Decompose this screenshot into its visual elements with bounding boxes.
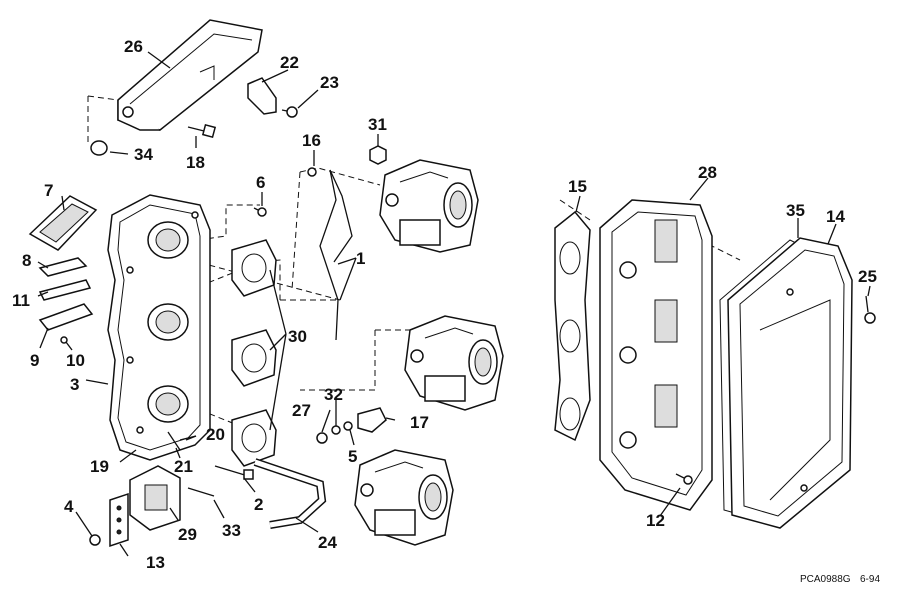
part-3-adapter-plate bbox=[107, 194, 211, 461]
part-24-hose bbox=[253, 458, 327, 529]
callout-9: 9 bbox=[30, 351, 39, 370]
part-8-reed-petal bbox=[38, 257, 88, 277]
part-16-link-ball bbox=[307, 167, 317, 177]
part-2-bolt bbox=[214, 465, 254, 480]
callout-14: 14 bbox=[826, 207, 845, 226]
callout-27: 27 bbox=[292, 401, 311, 420]
part-4-screw bbox=[89, 534, 101, 546]
callout-34: 34 bbox=[134, 145, 153, 164]
part-17-cam-link bbox=[357, 407, 387, 433]
part-9-gasket bbox=[38, 303, 94, 331]
part-28-intake-manifold bbox=[599, 199, 713, 511]
callout-8: 8 bbox=[22, 251, 31, 270]
part-30-gaskets bbox=[231, 239, 277, 467]
part-31-nut bbox=[369, 145, 387, 165]
callout-28: 28 bbox=[698, 163, 717, 182]
date-code: 6-94 bbox=[860, 574, 880, 585]
callout-16: 16 bbox=[302, 131, 321, 150]
part-22-bracket bbox=[247, 77, 277, 115]
callout-3: 3 bbox=[70, 375, 79, 394]
callout-30: 30 bbox=[288, 327, 307, 346]
part-6-screw bbox=[253, 207, 267, 217]
callout-2: 2 bbox=[254, 495, 263, 514]
callout-7: 7 bbox=[44, 181, 53, 200]
callout-25: 25 bbox=[858, 267, 877, 286]
part-26-intake-duct bbox=[117, 19, 263, 131]
part-14-cover bbox=[727, 237, 853, 529]
callout-12: 12 bbox=[646, 511, 665, 530]
part-12-screw bbox=[675, 473, 693, 485]
part-7-reed-valve bbox=[28, 195, 98, 251]
callout-21: 21 bbox=[174, 457, 193, 476]
callout-31: 31 bbox=[368, 115, 387, 134]
carburetor-middle bbox=[404, 315, 504, 411]
callout-35: 35 bbox=[786, 201, 805, 220]
callout-6: 6 bbox=[256, 173, 265, 192]
callout-24: 24 bbox=[318, 533, 337, 552]
callout-19: 19 bbox=[90, 457, 109, 476]
part-10-screw bbox=[60, 336, 68, 344]
leader-lines bbox=[37, 51, 871, 557]
callout-20: 20 bbox=[206, 425, 225, 444]
callout-10: 10 bbox=[66, 351, 85, 370]
part-1-link-rod bbox=[319, 169, 353, 341]
part-34-plug bbox=[90, 140, 108, 156]
callout-13: 13 bbox=[146, 553, 165, 572]
part-5-washer bbox=[343, 421, 353, 431]
part-23-screw bbox=[281, 106, 298, 118]
carburetor-top bbox=[379, 159, 479, 253]
callout-15: 15 bbox=[568, 177, 587, 196]
drawing-code: PCA0988G bbox=[800, 574, 851, 585]
part-32-washer bbox=[331, 425, 341, 435]
callout-22: 22 bbox=[280, 53, 299, 72]
callout-32: 32 bbox=[324, 385, 343, 404]
part-11-reed-stop bbox=[38, 279, 92, 301]
part-15-gasket bbox=[554, 210, 591, 442]
part-27-screw bbox=[316, 432, 328, 444]
part-25-screw bbox=[864, 295, 876, 324]
callout-labels: 26 22 23 34 18 31 16 6 7 8 11 9 10 3 1 3… bbox=[12, 37, 877, 572]
callout-23: 23 bbox=[320, 73, 339, 92]
callout-29: 29 bbox=[178, 525, 197, 544]
part-18-screw bbox=[187, 123, 217, 139]
callout-17: 17 bbox=[410, 413, 429, 432]
callout-18: 18 bbox=[186, 153, 205, 172]
part-13-plate bbox=[109, 492, 129, 548]
callout-4: 4 bbox=[64, 497, 74, 516]
drawing-footer: PCA0988G 6-94 bbox=[800, 574, 880, 585]
part-29-bracket bbox=[129, 465, 181, 531]
carburetor-bottom bbox=[354, 449, 454, 546]
callout-11: 11 bbox=[12, 291, 30, 310]
callout-26: 26 bbox=[124, 37, 143, 56]
part-33-screw bbox=[187, 487, 215, 497]
callout-1: 1 bbox=[356, 249, 365, 268]
callout-33: 33 bbox=[222, 521, 241, 540]
part-21-screw bbox=[167, 431, 181, 451]
callout-5: 5 bbox=[348, 447, 357, 466]
